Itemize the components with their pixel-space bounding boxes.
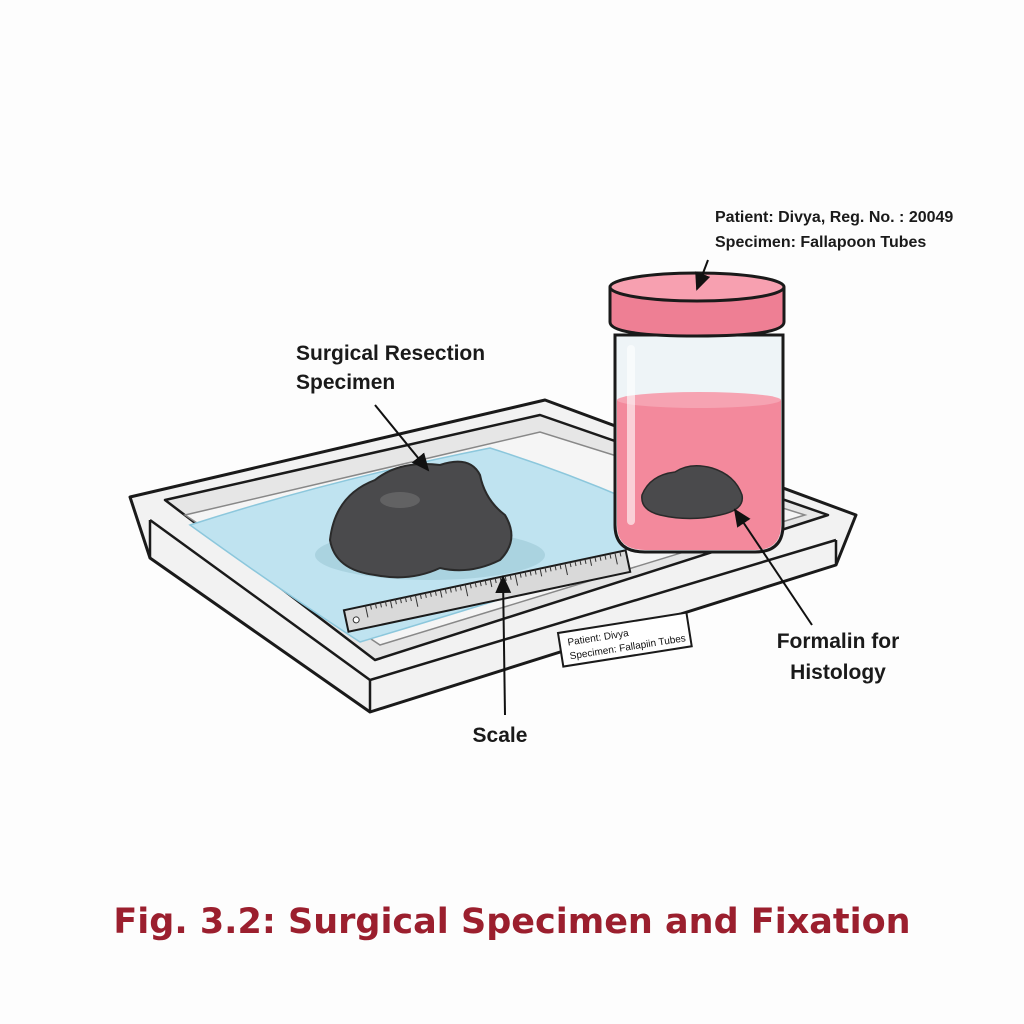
specimen-jar bbox=[608, 271, 786, 554]
scale-arrow bbox=[495, 575, 512, 716]
ruler-tick bbox=[479, 581, 482, 587]
ruler-tick bbox=[404, 597, 407, 603]
ruler-tick bbox=[619, 551, 622, 557]
figure-caption: Fig. 3.2: Surgical Specimen and Fixation bbox=[113, 902, 911, 942]
ruler-tick bbox=[419, 593, 422, 599]
ruler-tick bbox=[554, 565, 557, 571]
ruler-tick bbox=[429, 591, 432, 597]
ruler-tick bbox=[424, 592, 427, 598]
ruler-tick bbox=[399, 598, 402, 604]
ruler-tick bbox=[379, 602, 382, 608]
tissue-specimen bbox=[315, 460, 545, 580]
ruler-tick bbox=[374, 603, 377, 609]
specimen-arrow bbox=[374, 404, 430, 472]
formalin-label-line1: Formalin for bbox=[777, 630, 900, 653]
ruler-tick bbox=[594, 556, 597, 562]
ruler-tick bbox=[394, 599, 397, 605]
ruler-tick bbox=[369, 604, 372, 610]
ruler-tick bbox=[514, 573, 519, 586]
formalin-label-line2: Histology bbox=[790, 661, 886, 684]
ruler-tick bbox=[559, 564, 562, 570]
ruler-tick bbox=[444, 588, 447, 594]
ruler-tick bbox=[549, 566, 552, 572]
ruler-tick bbox=[529, 570, 532, 576]
ruler-tick bbox=[614, 552, 618, 565]
specimen-label-line1: Surgical Resection bbox=[296, 342, 485, 365]
ruler-tick bbox=[474, 582, 477, 588]
ruler-tick bbox=[539, 568, 543, 577]
ruler-tick bbox=[384, 601, 387, 607]
ruler-tick bbox=[534, 569, 537, 575]
formalin-arrow bbox=[733, 508, 813, 626]
ruler-tick bbox=[434, 590, 437, 596]
ruler-tick bbox=[604, 554, 607, 560]
jar-label-arrow bbox=[695, 259, 711, 291]
ruler-tick bbox=[489, 579, 493, 588]
ruler-tick bbox=[569, 562, 572, 568]
ruler-tick bbox=[389, 600, 393, 609]
ruler-tick bbox=[589, 557, 593, 566]
ruler-tick bbox=[484, 580, 487, 586]
ruler-tick bbox=[464, 584, 469, 597]
ruler-tick bbox=[524, 571, 527, 577]
ruler-tick bbox=[574, 561, 577, 567]
ruler-tick bbox=[564, 563, 568, 576]
ruler-tick bbox=[454, 586, 457, 592]
ruler-tick bbox=[609, 553, 612, 559]
ruler-tick bbox=[519, 572, 522, 578]
ruler-tick bbox=[579, 559, 582, 566]
ruler-tick bbox=[364, 605, 369, 618]
ruler-tick bbox=[544, 567, 547, 573]
ruler-tick bbox=[409, 595, 412, 602]
ruler-tick bbox=[449, 587, 452, 593]
jar-label-line1: Patient: Divya, Reg. No. : 20049 bbox=[715, 209, 953, 226]
specimen-label-line2: Specimen bbox=[296, 371, 395, 394]
ruler-tick bbox=[414, 594, 419, 607]
ruler-tick bbox=[584, 558, 587, 564]
ruler-tick bbox=[469, 583, 472, 589]
ruler-tick bbox=[439, 589, 443, 598]
ruler-tick bbox=[459, 585, 462, 591]
ruler-tick bbox=[599, 555, 602, 561]
jar-label-line2: Specimen: Fallapoon Tubes bbox=[715, 234, 926, 251]
ruler bbox=[342, 549, 632, 633]
scale-label: Scale bbox=[473, 724, 528, 747]
